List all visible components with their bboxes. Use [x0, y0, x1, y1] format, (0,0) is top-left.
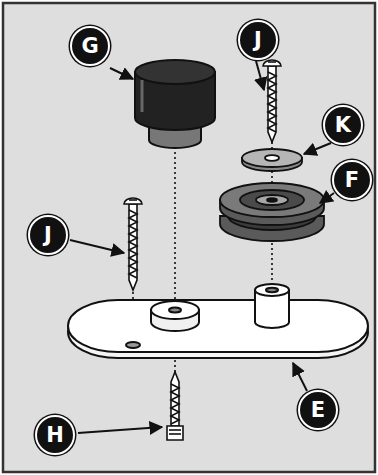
screw: [124, 198, 142, 290]
frame: [3, 3, 375, 472]
callout-letter: J: [28, 215, 68, 255]
screw: [263, 60, 281, 142]
screw: [167, 372, 183, 440]
washer: [242, 149, 302, 171]
callout-letter: G: [70, 26, 110, 66]
callout-text: H: [46, 425, 64, 446]
knob: [135, 60, 215, 148]
callout-letter: H: [35, 415, 75, 455]
callout-text: K: [335, 115, 351, 136]
callout-text: F: [345, 170, 359, 191]
callout-text: J: [44, 225, 52, 246]
callout-text: E: [311, 400, 325, 421]
callout-text: G: [81, 36, 98, 57]
callout-letter: E: [298, 390, 338, 430]
pulley: [220, 183, 324, 241]
callout-text: J: [254, 30, 262, 51]
callout-letter: J: [238, 20, 278, 60]
callout-letter: F: [332, 160, 372, 200]
leader-arrows: [70, 61, 334, 433]
base-plate: [68, 284, 368, 358]
callout-letter: K: [323, 105, 363, 145]
